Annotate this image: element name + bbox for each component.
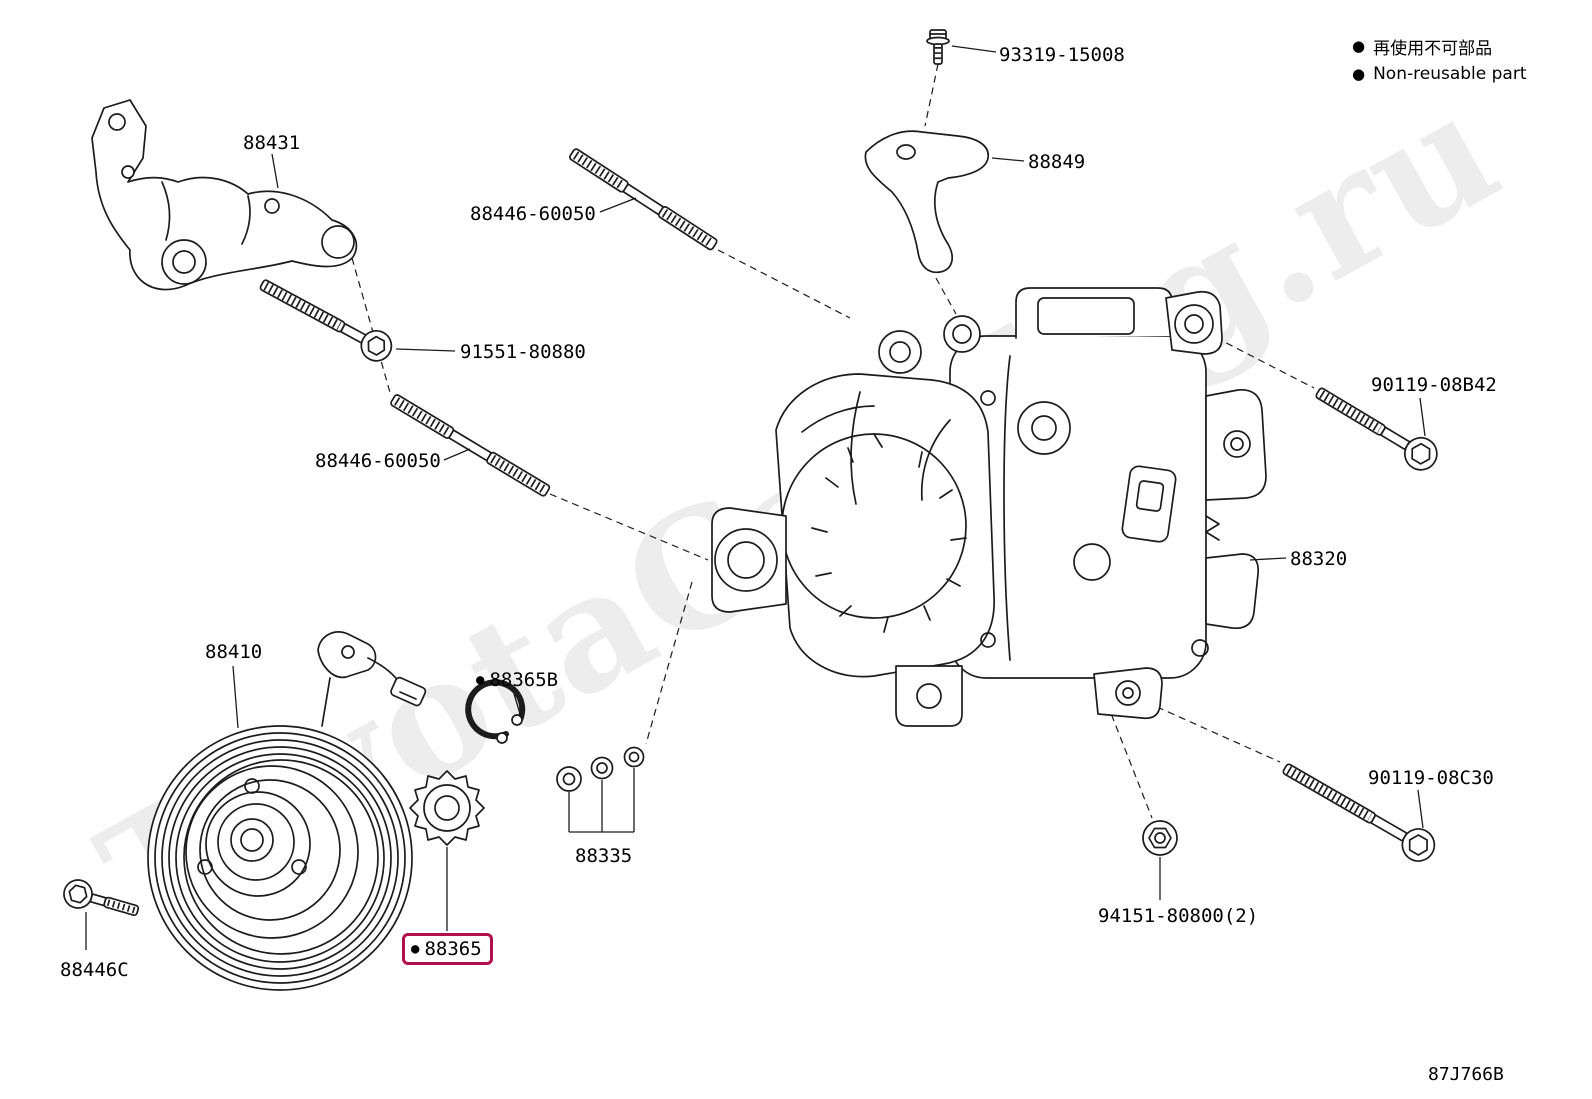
part-label-88431[interactable]: 88431 (243, 132, 301, 154)
bracket-88431 (91, 99, 358, 291)
part-label-88335[interactable]: 88335 (575, 845, 633, 867)
part-label-94151-80800[interactable]: 94151-80800(2) (1098, 905, 1259, 927)
legend-text-jp: 再使用不可部品 (1373, 39, 1493, 59)
part-label-88365-highlighted[interactable]: ● 88365 (402, 933, 493, 965)
part-label-93319-15008[interactable]: 93319-15008 (999, 44, 1125, 66)
non-reusable-dot-icon: ● (1352, 37, 1366, 55)
part-label-88365B[interactable]: ● 88365B (476, 668, 558, 692)
leader-lines (85, 45, 1426, 950)
part-label-88446C[interactable]: 88446C (60, 959, 129, 981)
nut-94151-80800 (1142, 820, 1178, 856)
part-label-88320[interactable]: 88320 (1290, 548, 1348, 570)
legend-text-en: Non-reusable part (1373, 64, 1527, 84)
stud-bolt-88446-60050-top (569, 148, 718, 251)
diagram-code: 87J766B (1428, 1064, 1504, 1085)
non-reusable-dot-icon: ● (1352, 64, 1366, 83)
bolt-91551-80880 (259, 279, 393, 362)
non-reusable-dot-icon: ● (411, 941, 420, 957)
part-label-88446-60050-mid[interactable]: 88446-60050 (315, 450, 441, 472)
legend: ● 再使用不可部品 ● Non-reusable part (1352, 34, 1526, 85)
bolt-90119-08B42 (1315, 387, 1438, 471)
legend-row-jp: ● 再使用不可部品 (1352, 34, 1526, 60)
part-label-90119-08C30[interactable]: 90119-08C30 (1368, 767, 1494, 789)
pulley-88410 (147, 631, 427, 991)
legend-row-en: ● Non-reusable part (1352, 64, 1526, 84)
stud-bolt-88446-60050-mid (390, 394, 551, 497)
part-number-88365: 88365 (424, 938, 482, 960)
plate-88365 (409, 770, 485, 846)
part-label-91551-80880[interactable]: 91551-80880 (460, 341, 586, 363)
bracket-88849 (864, 130, 989, 274)
bolt-88446C (63, 879, 140, 917)
bolt-90119-08C30 (1282, 763, 1436, 862)
compressor-88320 (711, 287, 1267, 727)
part-label-88849[interactable]: 88849 (1028, 151, 1086, 173)
part-label-88410[interactable]: 88410 (205, 641, 263, 663)
part-number-88365B: 88365B (489, 669, 559, 691)
snap-ring-88365B (465, 679, 526, 744)
bolt-93319-15008 (926, 29, 950, 65)
part-label-90119-08B42[interactable]: 90119-08B42 (1371, 374, 1497, 396)
washers-88335 (556, 746, 645, 792)
part-label-88446-60050-top[interactable]: 88446-60050 (470, 203, 596, 225)
non-reusable-dot-icon: ● (476, 672, 485, 688)
